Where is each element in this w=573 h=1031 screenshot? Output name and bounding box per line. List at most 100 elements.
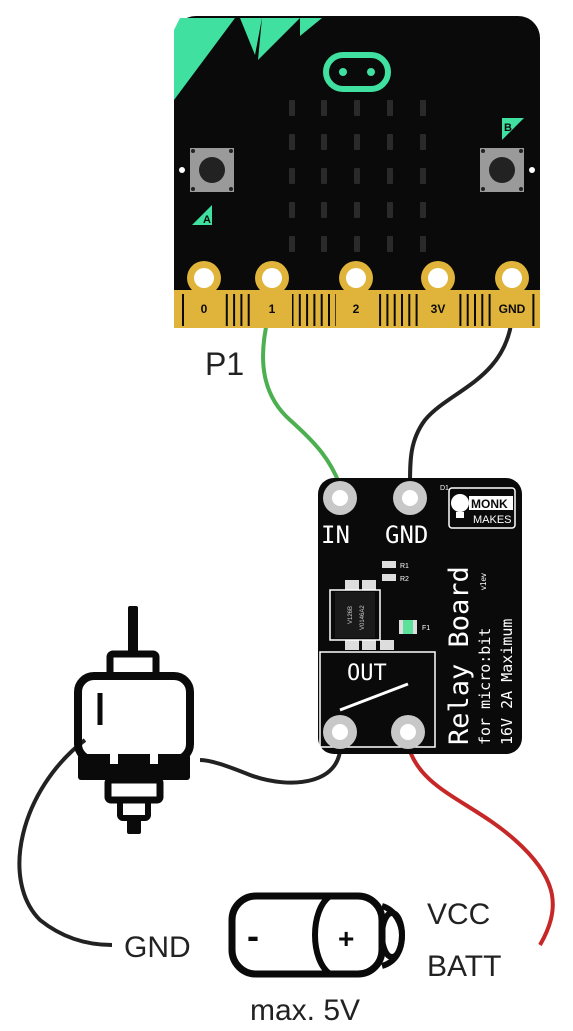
relay-gnd-label: GND bbox=[385, 521, 428, 549]
edge-finger-gap bbox=[306, 294, 309, 326]
led-2-3 bbox=[387, 168, 393, 184]
pin-pad-bg bbox=[492, 292, 532, 328]
relay-d1-label: D1 bbox=[440, 485, 449, 492]
led-0-0 bbox=[289, 100, 295, 116]
button-a[interactable] bbox=[190, 148, 234, 192]
battery-icon: - + bbox=[228, 892, 406, 978]
pin-label-2: 2 bbox=[353, 302, 360, 316]
r2-label: R2 bbox=[400, 576, 409, 583]
battery-plus: + bbox=[338, 923, 354, 954]
button-b[interactable] bbox=[480, 148, 524, 192]
logo-top-text: MONK bbox=[471, 497, 508, 511]
edge-finger-gap bbox=[379, 294, 382, 326]
led-2-4 bbox=[420, 168, 426, 184]
led-1-4 bbox=[420, 134, 426, 150]
relay-chip: V126B V0146A2 bbox=[329, 580, 394, 650]
pin-label-0: 0 bbox=[201, 302, 208, 316]
edge-finger-gap bbox=[225, 294, 228, 326]
edge-finger-gap bbox=[474, 294, 476, 326]
pin-hole bbox=[428, 268, 448, 288]
led-3-2 bbox=[354, 202, 360, 218]
led-0-4 bbox=[420, 100, 426, 116]
pin-hole bbox=[346, 268, 366, 288]
led-1-1 bbox=[321, 134, 327, 150]
led-3-1 bbox=[321, 202, 327, 218]
led-2-2 bbox=[354, 168, 360, 184]
edge-finger-gap bbox=[415, 294, 418, 326]
edge-finger-gap bbox=[233, 294, 236, 326]
led-2-1 bbox=[321, 168, 327, 184]
pin-hole bbox=[502, 268, 522, 288]
led-3-0 bbox=[289, 202, 295, 218]
button-b-label: B bbox=[504, 122, 512, 134]
pin-label-gnd: GND bbox=[499, 302, 526, 316]
relay-out-pad-1[interactable] bbox=[323, 715, 357, 749]
relay-version: v1ev bbox=[479, 573, 488, 590]
edge-finger-gap bbox=[532, 294, 535, 326]
gnd-label: GND bbox=[124, 931, 191, 964]
led-4-3 bbox=[387, 236, 393, 252]
led-4-0 bbox=[289, 236, 295, 252]
led-3-4 bbox=[420, 202, 426, 218]
max-voltage-label: max. 5V bbox=[250, 994, 360, 1027]
edge-finger-gap bbox=[247, 294, 250, 326]
pin-hole bbox=[262, 268, 282, 288]
edge-finger-gap bbox=[393, 294, 396, 326]
edge-finger-gap bbox=[313, 294, 316, 326]
f1-label: F1 bbox=[422, 625, 430, 632]
led-3-3 bbox=[387, 202, 393, 218]
batt-label: BATT bbox=[427, 950, 501, 983]
pin-pad-bg bbox=[418, 292, 458, 328]
led-4-4 bbox=[420, 236, 426, 252]
edge-finger-gap bbox=[298, 294, 301, 326]
edge-finger-gap bbox=[408, 294, 411, 326]
r1-label: R1 bbox=[400, 563, 409, 570]
wire-p1-to-in bbox=[261, 317, 342, 486]
edge-finger-gap bbox=[240, 294, 243, 326]
p1-label: P1 bbox=[205, 346, 244, 382]
pin-pad-bg bbox=[184, 292, 224, 328]
chip-text-1: V126B bbox=[348, 606, 354, 624]
motor-icon bbox=[74, 606, 194, 834]
edge-finger-gap bbox=[328, 294, 330, 326]
microbit-logo bbox=[323, 52, 391, 92]
logo-bottom-text: MAKES bbox=[473, 514, 512, 526]
chip-text-2: V0146A2 bbox=[360, 605, 366, 630]
edge-finger-gap bbox=[182, 294, 184, 326]
led-1-2 bbox=[354, 134, 360, 150]
wire-motor-to-gnd bbox=[17, 738, 113, 947]
relay-out-pad-2[interactable] bbox=[391, 715, 425, 749]
relay-title: Relay Board bbox=[444, 566, 475, 745]
edge-finger-gap bbox=[466, 294, 469, 326]
pin-pad-bg bbox=[336, 292, 376, 328]
led-0-1 bbox=[321, 100, 327, 116]
led-4-2 bbox=[354, 236, 360, 252]
relay-rating: 16V 2A Maximum bbox=[498, 619, 516, 745]
relay-board: IN GND D1 MONK MAKES R1 R2 V126B V0146A2 bbox=[318, 478, 522, 754]
vcc-label: VCC bbox=[427, 898, 490, 931]
wire-gnd-to-gnd bbox=[408, 317, 514, 486]
led-1-0 bbox=[289, 134, 295, 150]
button-a-label: A bbox=[203, 214, 211, 226]
pin-hole bbox=[194, 268, 214, 288]
monk-makes-logo: MONK MAKES bbox=[448, 487, 516, 529]
relay-out-label: OUT bbox=[347, 661, 387, 686]
edge-finger-gap bbox=[488, 294, 491, 326]
switch-symbol bbox=[339, 682, 409, 712]
edge-finger-gap bbox=[401, 294, 403, 326]
edge-finger-gap bbox=[481, 294, 484, 326]
led-1-3 bbox=[387, 134, 393, 150]
wire-relay-to-motor bbox=[199, 739, 343, 785]
led-2-0 bbox=[289, 168, 295, 184]
relay-gnd-pad[interactable] bbox=[393, 481, 427, 515]
relay-in-label: IN bbox=[321, 521, 350, 549]
edge-finger-gap bbox=[320, 294, 323, 326]
led-matrix bbox=[289, 100, 426, 252]
battery-minus: - bbox=[247, 915, 259, 956]
edge-finger-gap bbox=[386, 294, 389, 326]
relay-in-pad[interactable] bbox=[323, 481, 357, 515]
edge-finger-gap bbox=[459, 294, 462, 326]
led-4-1 bbox=[321, 236, 327, 252]
